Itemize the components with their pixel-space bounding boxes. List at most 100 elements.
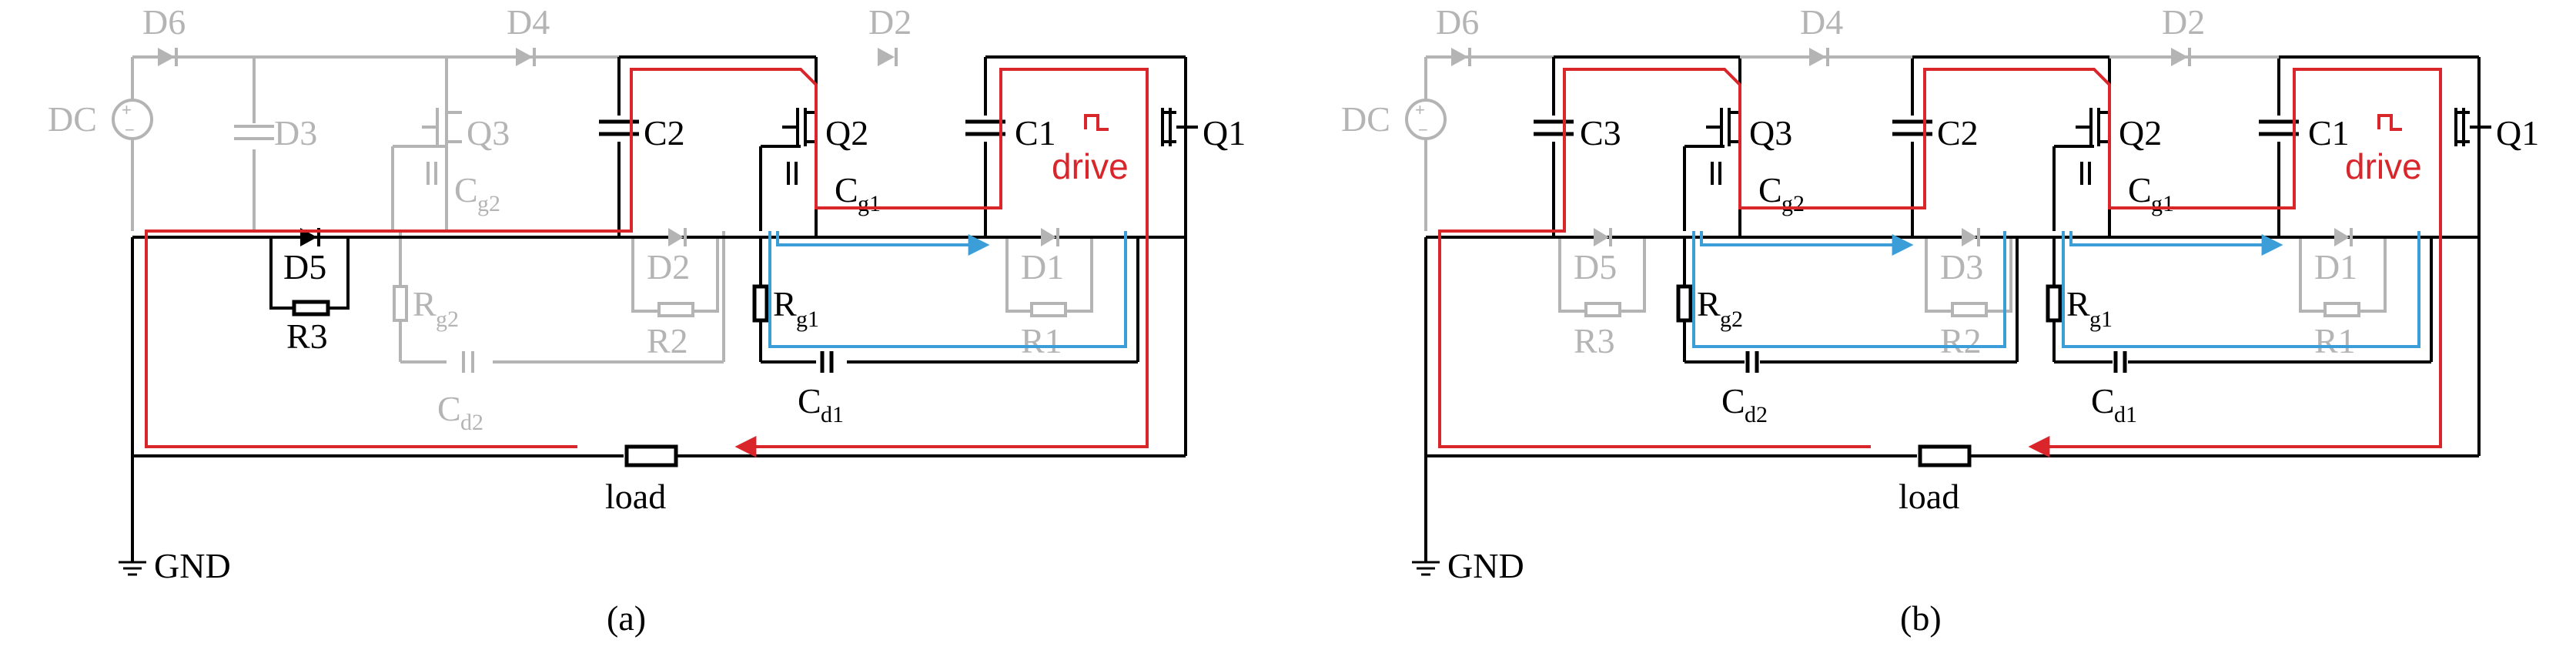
panel-a-r3-label: R3 xyxy=(286,317,328,356)
panel-a-r3-icon xyxy=(292,300,330,317)
panel-a-caption: (a) xyxy=(607,598,646,638)
panel-b-d3: D3 xyxy=(1940,228,1983,286)
panel-b-load-label: load xyxy=(1899,477,1959,516)
panel-b-q2-label: Q2 xyxy=(2119,113,2162,152)
panel-a-top-diode-icons xyxy=(158,48,898,66)
panel-b-cap-c2: C2 xyxy=(1889,113,1979,152)
panel-b-cap-c2-label: C2 xyxy=(1937,113,1979,152)
panel-a-pulse-icon xyxy=(1084,114,1109,131)
panel-b-gnd-label: GND xyxy=(1447,546,1524,585)
panel-b-cd2-main: C xyxy=(1721,381,1745,420)
panel-b-r1-label: R1 xyxy=(2314,321,2356,360)
panel-a-diode-d2: D2 xyxy=(868,2,912,42)
panel-a-d5: D5 xyxy=(283,228,326,286)
panel-b-cap-c3: C3 xyxy=(1531,113,1621,152)
panel-b-cd1-main: C xyxy=(2091,381,2115,420)
panel-a-d2-bottom-label: D2 xyxy=(647,247,690,286)
panel-b-pulse-icon xyxy=(2377,114,2402,131)
panel-b-cg2: C g2 xyxy=(1711,162,1805,216)
svg-text:−: − xyxy=(1418,120,1428,139)
panel-a-q2-label: Q2 xyxy=(825,113,868,152)
panel-b-r3-label: R3 xyxy=(1574,321,1615,360)
panel-b-q2 xyxy=(2076,108,2109,146)
panel-a-d5-label: D5 xyxy=(283,247,326,286)
panel-b-rg2-icon xyxy=(1676,284,1693,323)
panel-b-cg1-main: C xyxy=(2128,170,2152,209)
panel-a-diode-d6: D6 xyxy=(142,2,186,42)
panel-b-diode-d4: D4 xyxy=(1800,2,1843,42)
panel-b-load-icon xyxy=(1918,444,1972,467)
panel-a-d1-label: D1 xyxy=(1021,247,1064,286)
panel-a-rg1-sub: g1 xyxy=(796,307,819,332)
panel-b-d3-label: D3 xyxy=(1940,247,1983,286)
panel-b-cg2-main: C xyxy=(1758,170,1782,209)
panel-a-cap-c1-label: C1 xyxy=(1015,113,1056,152)
panel-a-rg2-icon xyxy=(393,285,408,322)
panel-b-gate-path-2 xyxy=(1692,231,2006,348)
panel-a-cap-c1: C1 xyxy=(962,113,1056,152)
panel-a-d2b: D2 xyxy=(647,228,690,286)
panel-b-cap-c1: C1 xyxy=(2256,113,2350,152)
panel-a-cg1-sub: g1 xyxy=(858,191,881,216)
panel-a-cg1: C g1 xyxy=(787,162,881,216)
panel-a-d1: D1 xyxy=(1021,228,1064,286)
panel-b-rg1-icon xyxy=(2046,284,2062,323)
panel-a-ground-icon xyxy=(119,561,146,576)
panel-a-cd2-main: C xyxy=(437,389,461,428)
panel-a-gate-path xyxy=(768,231,1127,348)
panel-b-dc-label: DC xyxy=(1341,99,1390,139)
panel-b-caption: (b) xyxy=(1900,598,1942,638)
panel-a-q1-label: Q1 xyxy=(1203,113,1246,152)
panel-b-rg2-main: R xyxy=(1697,284,1721,323)
panel-b-q1 xyxy=(2454,108,2491,146)
panel-a-cg2-sub: g2 xyxy=(477,191,500,216)
panel-b-charge-path xyxy=(1438,68,2442,457)
panel-a-rg1-icon xyxy=(752,284,769,323)
panel-b-cg1-sub: g1 xyxy=(2151,191,2174,216)
panel-b-ground-icon xyxy=(1412,561,1440,576)
panel-a-cd1: C d1 xyxy=(798,350,844,427)
panel-b-cg2-sub: g2 xyxy=(1781,191,1805,216)
panel-a-cd2-sub: d2 xyxy=(460,410,483,435)
panel-a-cap-d3: D3 xyxy=(228,113,317,152)
panel-b-r2-label: R2 xyxy=(1940,321,1982,360)
panel-a-cap-c2: C2 xyxy=(596,113,685,152)
svg-text:−: − xyxy=(125,120,135,139)
panel-a-r2-icon xyxy=(657,302,694,317)
panel-b-q3-label: Q3 xyxy=(1749,113,1792,152)
panel-a-active-wiring xyxy=(131,55,1187,562)
panel-b-rg1-sub: g1 xyxy=(2089,307,2113,332)
svg-text:+: + xyxy=(122,100,132,119)
panel-b-d5-label: D5 xyxy=(1574,247,1617,286)
panel-a: + − DC D6 D4 D2 D3 C2 xyxy=(48,2,1246,638)
panel-a-r2-label: R2 xyxy=(647,321,688,360)
panel-b-cd2-sub: d2 xyxy=(1745,402,1768,427)
panel-a-cd1-sub: d1 xyxy=(821,402,844,427)
panel-a-gnd-label: GND xyxy=(154,546,231,585)
panel-b-cg1: C g1 xyxy=(2080,162,2174,216)
panel-b-active-wiring xyxy=(1424,55,2481,562)
panel-a-q3 xyxy=(422,108,462,146)
panel-a-cd2: C d2 xyxy=(437,350,483,435)
panel-b-d1: D1 xyxy=(2314,228,2357,286)
panel-a-cap-c2-label: C2 xyxy=(644,113,685,152)
panel-b-diode-d6: D6 xyxy=(1436,2,1479,42)
panel-b-drive: drive xyxy=(2345,114,2422,186)
panel-b-inactive-wiring xyxy=(1424,55,2387,313)
panel-a-load-icon xyxy=(624,444,678,467)
panel-b-q3 xyxy=(1706,108,1740,146)
panel-a-cg2: C g2 xyxy=(427,162,500,216)
panel-a-load-label: load xyxy=(605,477,666,516)
panel-a-charge-path xyxy=(145,68,1149,457)
panel-b-rg1-main: R xyxy=(2066,284,2090,323)
panel-a-q1 xyxy=(1161,108,1198,146)
panel-a-dc-source: + − DC xyxy=(48,99,153,140)
panel-b-r3-icon xyxy=(1584,302,1621,317)
panel-a-rg1-main: R xyxy=(773,284,797,323)
panel-b-rg2-sub: g2 xyxy=(1720,307,1743,332)
panel-a-dc-label: DC xyxy=(48,99,97,139)
panel-b: + − DC D6 D4 D2 C3 C2 xyxy=(1341,2,2539,638)
panel-b-cap-c3-label: C3 xyxy=(1580,113,1621,152)
